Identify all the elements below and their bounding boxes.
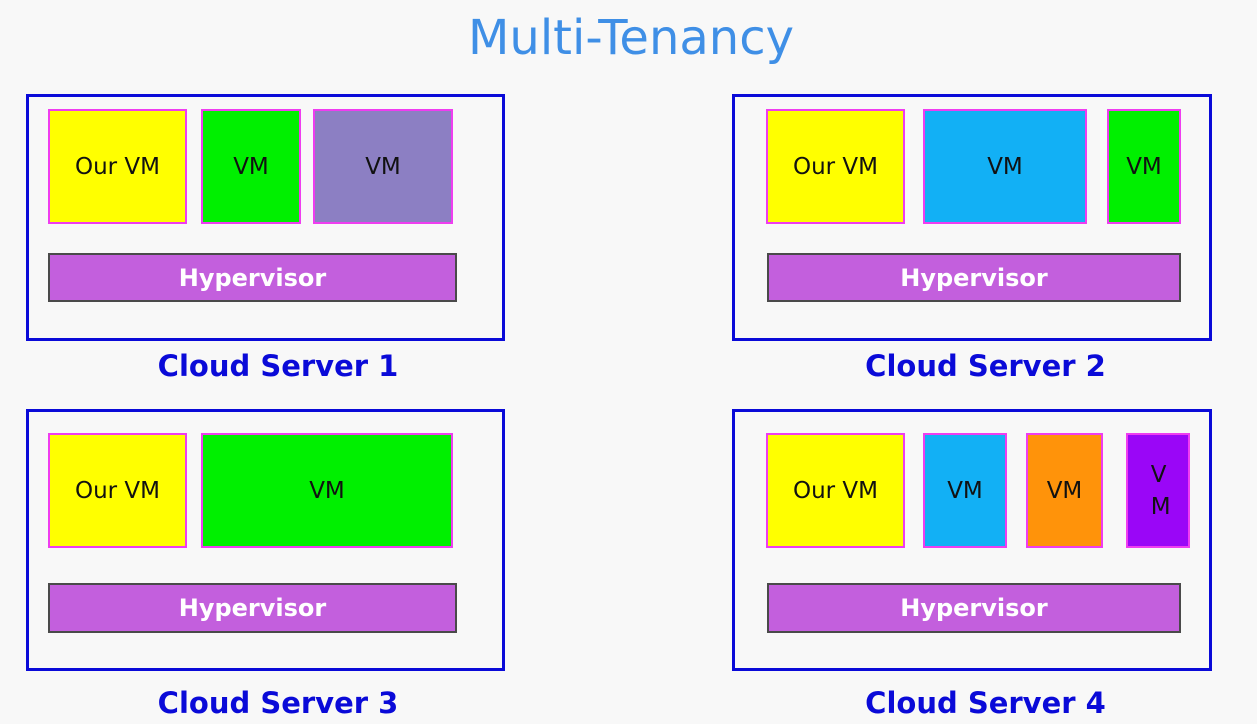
server-2-vm-2: VM [923,109,1087,224]
diagram-title: Multi-Tenancy [468,10,794,66]
server-3-label: Cloud Server 3 [157,686,399,720]
server-1-vm-3: VM [313,109,453,224]
server-4-vm-3: VM [1026,433,1103,548]
server-2-our-vm: Our VM [766,109,905,224]
server-1-hypervisor: Hypervisor [48,253,457,302]
server-3-hypervisor: Hypervisor [48,583,457,633]
server-4-our-vm: Our VM [766,433,905,548]
server-2-label: Cloud Server 2 [865,349,1106,383]
server-2-vm-3: VM [1107,109,1181,224]
server-3-vm-2: VM [201,433,453,548]
server-1-label: Cloud Server 1 [157,349,399,383]
server-3-our-vm: Our VM [48,433,187,548]
server-1-vm-2: VM [201,109,301,224]
server-1-our-vm: Our VM [48,109,187,224]
server-2-hypervisor: Hypervisor [767,253,1181,302]
server-4-vm-4: VM [1126,433,1190,548]
server-4-hypervisor: Hypervisor [767,583,1181,633]
server-4-label: Cloud Server 4 [865,686,1106,720]
server-4-vm-2: VM [923,433,1007,548]
